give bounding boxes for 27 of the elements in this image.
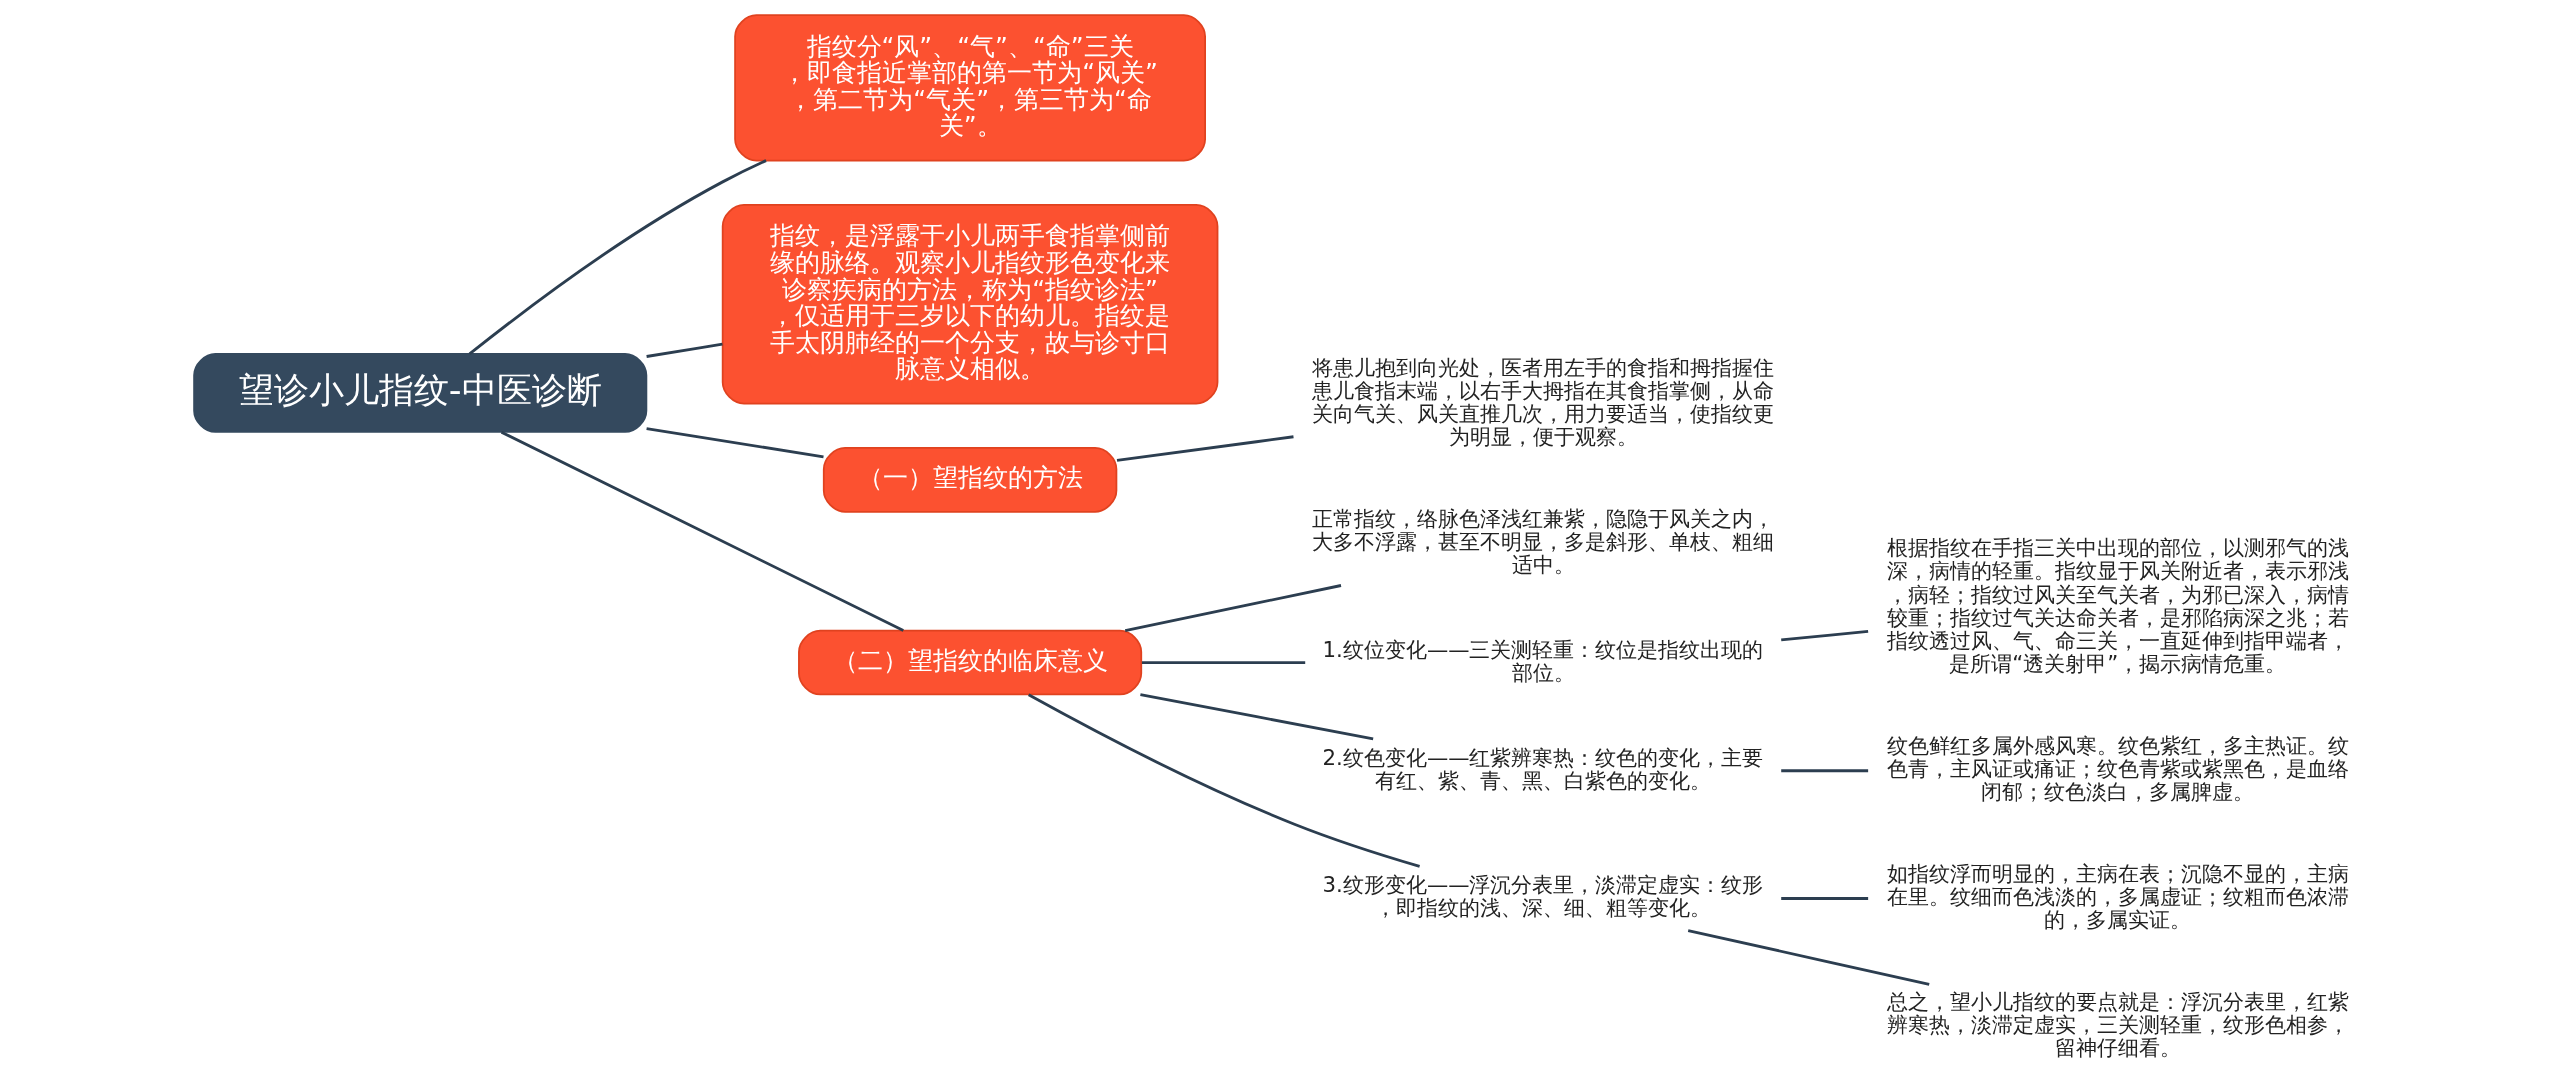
- node-text: 3.纹形变化——浮沉分表里，淡滞定虚实：纹形，即指纹的浅、深、细、粗等变化。: [1322, 872, 1763, 921]
- node-text: 1.纹位变化——三关测轻重：纹位是指纹出现的部位。: [1322, 636, 1763, 685]
- node-text: 将患儿抱到向光处，医者用左手的食指和拇指握住患儿食指末端，以右手大拇指在其食指掌侧，从命关向气关、风关直推几次，用力要适当，使指纹更为明显，便于观察。: [1311, 354, 1774, 449]
- node-text: 纹色鲜红多属外感风寒。纹色紫红，多主热证。纹色青，主风证或痛证；纹色青紫或紫黑色，是血络闭郁；纹色淡白，多属脾虚。: [1886, 733, 2349, 805]
- node-box: （一）望指纹的方法: [822, 447, 1117, 513]
- node-text: 正常指纹，络脉色泽浅红兼紫，隐隐于风关之内，大多不浮露，甚至不明显，多是斜形、单枝、粗细适中。: [1311, 506, 1774, 578]
- node-box: （二）望指纹的临床意义: [797, 629, 1142, 696]
- connector: [1027, 693, 1420, 868]
- connector: [1780, 897, 1868, 900]
- connector: [645, 427, 824, 459]
- connector: [1687, 929, 1930, 986]
- node-text: 根据指纹在手指三关中出现的部位，以测邪气的浅深，病情的轻重。指纹显于风关附近者，表示邪浅，病轻；指纹过风关至气关者，为邪已深入，病情较重；指纹过气关达命关者，是邪陷病深之兆；若指纹透过风、气、命三关，一直延伸到指甲端者，是所谓“透关射甲”，揭示病情危重。: [1886, 535, 2349, 676]
- connector: [1780, 769, 1868, 773]
- connector: [468, 159, 767, 356]
- connector: [1139, 693, 1373, 741]
- node-text: 如指纹浮而明显的，主病在表；沉隐不显的，主病在里。纹细而色浅淡的，多属虚证；纹粗而色浓滞的，多属实证。: [1886, 860, 2349, 933]
- connector: [1780, 630, 1868, 642]
- node-text: 总之，望小儿指纹的要点就是：浮沉分表里，红紫辨寒热，淡滞定虚实，三关测轻重，纹形色相参，留神仔细看。: [1886, 988, 2349, 1060]
- connector: [1116, 435, 1294, 462]
- connector: [645, 342, 723, 358]
- node-text: 2.纹色变化——红紫辨寒热：纹色的变化，主要有红、紫、青、黑、白紫色的变化。: [1322, 744, 1763, 793]
- connector: [500, 430, 904, 632]
- node-box: 指纹分“风”、“气”、“命”三关，即食指近掌部的第一节为“风关”，第二节为“气关”，第三节为“命关”。: [733, 14, 1206, 162]
- node-box: 望诊小儿指纹-中医诊断: [192, 353, 647, 433]
- connector: [1141, 661, 1305, 664]
- node-box: 指纹，是浮露于小儿两手食指掌侧前缘的脉络。观察小儿指纹形色变化来诊察疾病的方法，称为“指纹诊法”，仅适用于三岁以下的幼儿。指纹是手太阴肺经的一个分支，故与诊寸口脉意义相似。: [721, 204, 1218, 405]
- connector: [1124, 584, 1341, 632]
